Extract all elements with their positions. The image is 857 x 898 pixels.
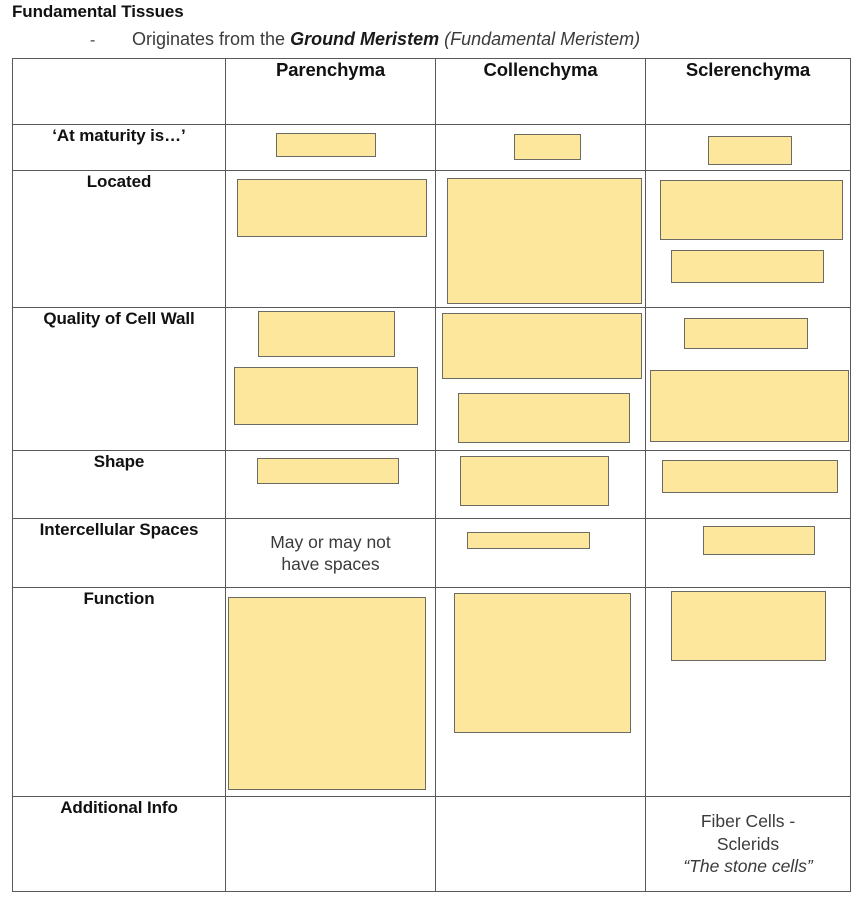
redaction-block	[684, 318, 808, 349]
column-header-collenchyma: Collenchyma	[435, 58, 646, 125]
redaction-block	[228, 597, 426, 790]
redaction-block	[234, 367, 418, 425]
column-header-blank	[12, 58, 226, 125]
redaction-group	[226, 308, 435, 450]
redaction-group	[436, 308, 645, 450]
redaction-block	[258, 311, 395, 357]
cell-parenchyma-shape	[225, 450, 436, 519]
redaction-block	[237, 179, 427, 237]
row-label-intercellular-spaces: Intercellular Spaces	[12, 518, 226, 588]
heading-bullet: - Originates from the Ground Meristem (Fu…	[90, 29, 640, 50]
redaction-group	[646, 451, 850, 518]
cell-collenchyma-quality-of-cell-wall	[435, 307, 646, 451]
redaction-block	[650, 370, 849, 442]
redaction-group	[646, 308, 850, 450]
redaction-block	[671, 591, 826, 661]
redaction-block	[703, 526, 815, 555]
cell-sclerenchyma-located	[645, 170, 851, 308]
redaction-block	[454, 593, 631, 733]
redaction-block	[708, 136, 792, 165]
cell-text-line: May or may not	[270, 531, 391, 552]
table-row: Shape	[12, 450, 851, 519]
row-label-additional-info: Additional Info	[12, 796, 226, 892]
cell-text-line: Sclerids	[716, 833, 780, 854]
cell-collenchyma-at-maturity-is	[435, 124, 646, 171]
redaction-block	[458, 393, 630, 443]
table-row: Additional Info Fiber Cells -Sclerids“The…	[12, 796, 851, 892]
redaction-group	[646, 588, 850, 796]
cell-collenchyma-intercellular-spaces	[435, 518, 646, 588]
redaction-group	[226, 588, 435, 796]
tissue-comparison-table-wrapper: Parenchyma Collenchyma Sclerenchyma ‘At …	[12, 58, 851, 892]
cell-parenchyma-quality-of-cell-wall	[225, 307, 436, 451]
bullet-dash-marker: -	[90, 32, 96, 49]
cell-empty	[225, 796, 436, 892]
cell-sclerenchyma-intercellular-spaces	[645, 518, 851, 588]
redaction-group	[436, 171, 645, 307]
bullet-text-before: Originates from the	[132, 29, 291, 49]
page-title: Fundamental Tissues	[12, 2, 184, 21]
cell-text-line-italic: “The stone cells”	[683, 856, 813, 877]
cell-collenchyma-located	[435, 170, 646, 308]
row-label-shape: Shape	[12, 450, 226, 519]
redaction-block	[442, 313, 642, 379]
table-header-row: Parenchyma Collenchyma Sclerenchyma	[12, 58, 851, 125]
table-row: Quality of Cell Wall	[12, 307, 851, 451]
cell-sclerenchyma-function	[645, 587, 851, 797]
row-label-at-maturity-is: ‘At maturity is…’	[12, 124, 226, 171]
column-header-sclerenchyma: Sclerenchyma	[645, 58, 851, 125]
cell-parenchyma-at-maturity-is	[225, 124, 436, 171]
cell-sclerenchyma-at-maturity-is	[645, 124, 851, 171]
cell-text-line: have spaces	[281, 554, 380, 574]
redaction-group	[646, 171, 850, 307]
redaction-group	[226, 125, 435, 170]
redaction-group	[436, 588, 645, 796]
redaction-group	[226, 451, 435, 518]
redaction-group	[646, 519, 850, 587]
redaction-block	[671, 250, 824, 283]
redaction-group	[646, 125, 850, 170]
redaction-block	[460, 456, 609, 506]
row-label-located: Located	[12, 170, 226, 308]
row-label-quality-of-cell-wall: Quality of Cell Wall	[12, 307, 226, 451]
redaction-group	[436, 125, 645, 170]
redaction-block	[514, 134, 581, 160]
bullet-text-after: (Fundamental Meristem)	[439, 29, 641, 49]
cell-sclerenchyma-additional-info: Fiber Cells -Sclerids“The stone cells”	[645, 796, 851, 892]
cell-collenchyma-function	[435, 587, 646, 797]
redaction-block	[257, 458, 399, 484]
cell-empty	[435, 796, 646, 892]
bullet-text-bold: Ground Meristem	[290, 29, 440, 49]
redaction-block	[662, 460, 838, 493]
redaction-group	[226, 171, 435, 307]
row-label-function: Function	[12, 587, 226, 797]
redaction-group	[436, 451, 645, 518]
column-header-parenchyma: Parenchyma	[225, 58, 436, 125]
cell-parenchyma-located	[225, 170, 436, 308]
table-row: Located	[12, 170, 851, 308]
cell-collenchyma-shape	[435, 450, 646, 519]
cell-text-line: Fiber Cells -	[700, 811, 796, 832]
redaction-block	[660, 180, 843, 240]
cell-sclerenchyma-quality-of-cell-wall	[645, 307, 851, 451]
cell-sclerenchyma-shape	[645, 450, 851, 519]
redaction-block	[447, 178, 642, 304]
redaction-block	[467, 532, 590, 549]
table-row: Function	[12, 587, 851, 797]
redaction-group	[436, 519, 645, 587]
tissue-comparison-table: Parenchyma Collenchyma Sclerenchyma ‘At …	[12, 58, 851, 892]
redaction-block	[276, 133, 376, 157]
cell-parenchyma-function	[225, 587, 436, 797]
table-row: ‘At maturity is…’	[12, 124, 851, 171]
